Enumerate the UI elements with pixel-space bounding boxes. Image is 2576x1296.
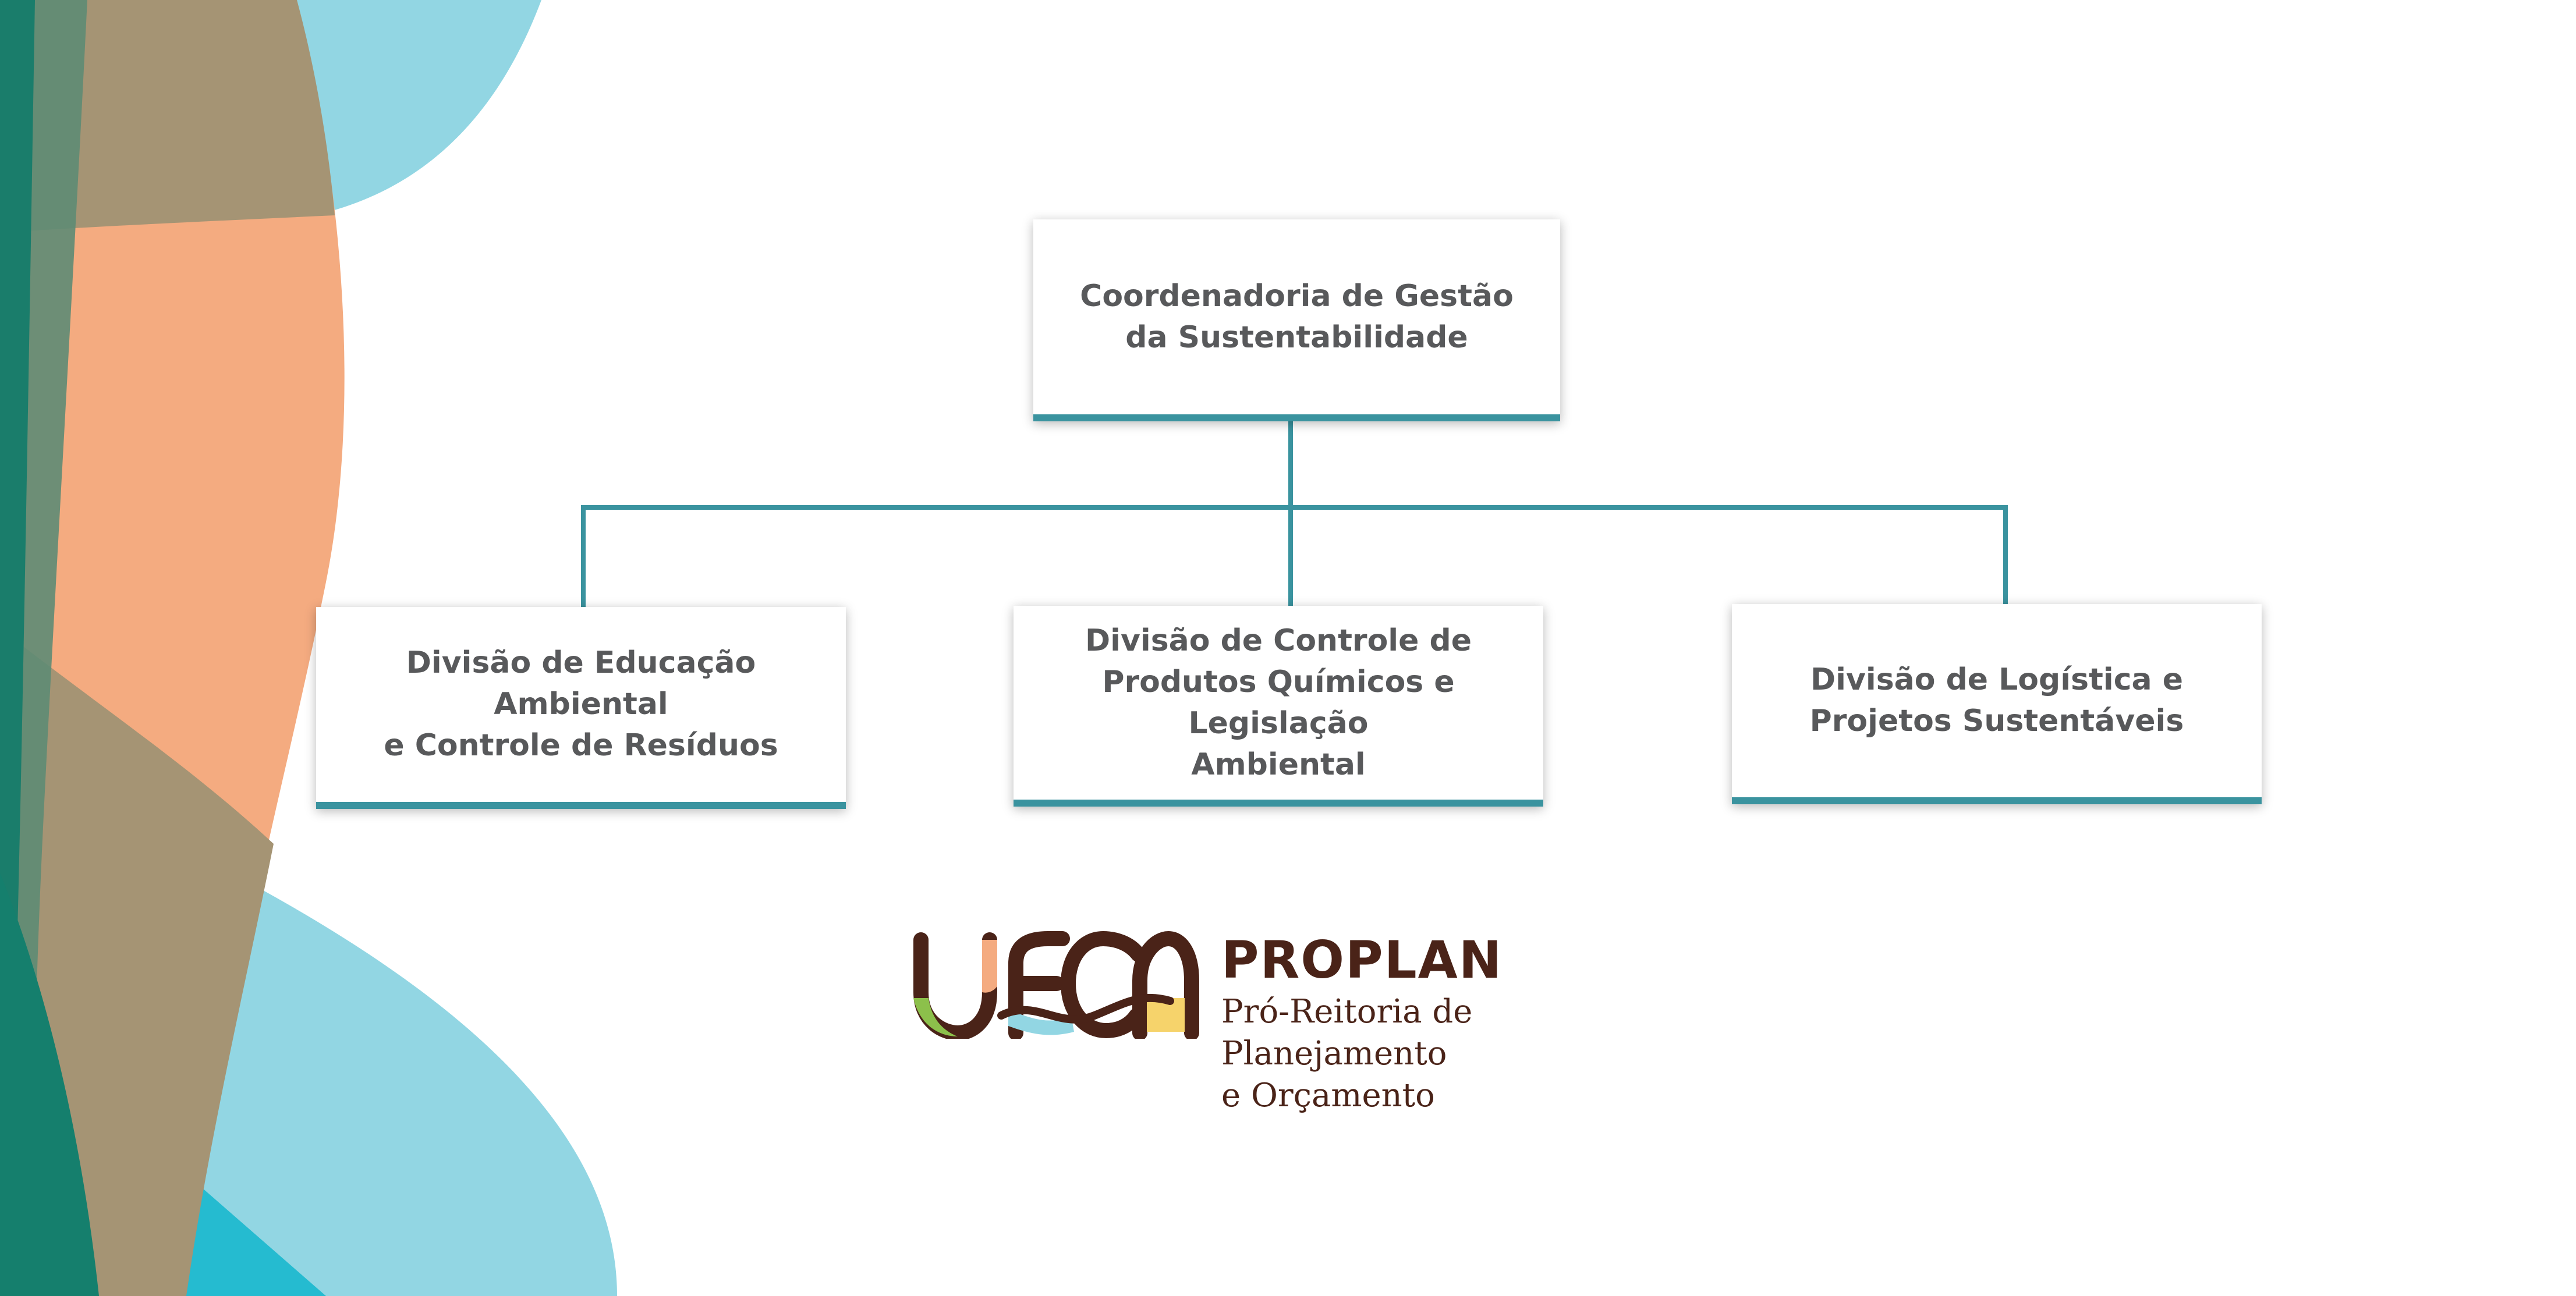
org-box-controle-produtos-quimicos: Divisão de Controle de Produtos Químicos… xyxy=(1014,606,1543,807)
org-box-coordenadoria: Coordenadoria de Gestão da Sustentabilid… xyxy=(1033,219,1560,421)
logo-subtitle: Pró-Reitoria de Planejamento e Orçamento xyxy=(1221,993,1473,1114)
ufca-letter-c xyxy=(1060,931,1146,1039)
ufca-letter-f xyxy=(1008,931,1070,1039)
ufca-f-light-blue xyxy=(1008,1010,1074,1035)
ufca-u-green-fill xyxy=(913,998,958,1036)
org-box-label: Divisão de Logística e Projetos Sustentá… xyxy=(1809,662,2184,738)
org-box-logistica-projetos: Divisão de Logística e Projetos Sustentá… xyxy=(1732,604,2262,804)
ufca-wave xyxy=(997,993,1174,1024)
ufca-u-orange-fill xyxy=(982,940,997,993)
teal-wedge-bottom xyxy=(0,873,99,1296)
ufca-letter-a xyxy=(1132,931,1199,1039)
proplan-logo: PROPLAN Pró-Reitoria de Planejamento e O… xyxy=(908,928,1694,1114)
logo-title: PROPLAN xyxy=(1221,930,1503,990)
decorative-shapes xyxy=(0,0,617,1296)
org-box-educacao-ambiental: Divisão de Educação Ambiental e Controle… xyxy=(316,607,846,809)
ufca-logo-mark xyxy=(913,931,1199,1039)
org-box-label: Divisão de Educação Ambiental e Controle… xyxy=(384,645,778,763)
org-box-label: Coordenadoria de Gestão da Sustentabilid… xyxy=(1080,278,1514,355)
ufca-a-yellow-fill xyxy=(1147,998,1185,1032)
org-box-label: Divisão de Controle de Produtos Químicos… xyxy=(1085,623,1472,782)
